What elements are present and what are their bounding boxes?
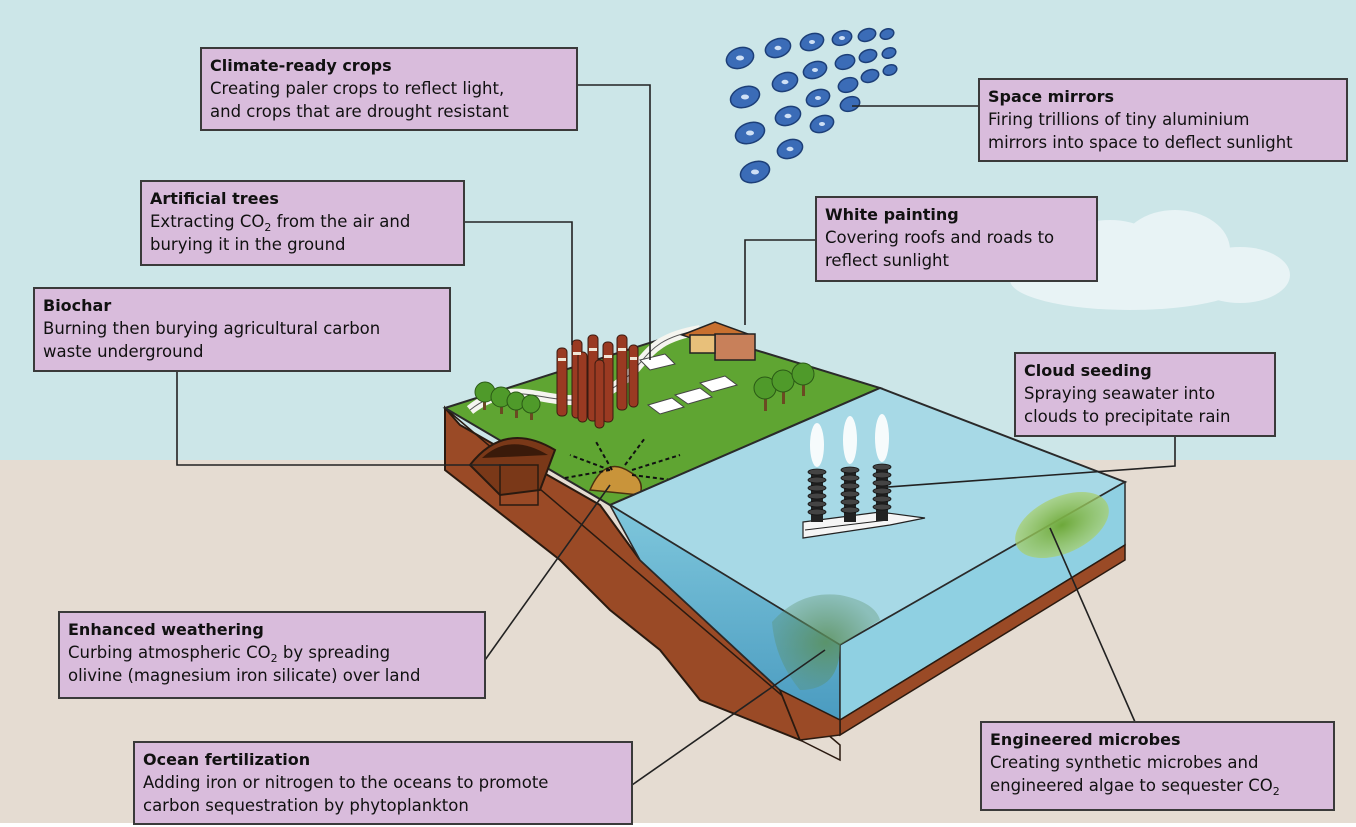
- biochar-line2: waste underground: [43, 342, 204, 361]
- connector-cloud-seeding: [887, 436, 1176, 488]
- biochar-line1: Burning then burying agricultural carbon: [43, 319, 381, 338]
- enhanced-weathering-line2: olivine (magnesium iron silicate) over l…: [68, 666, 421, 685]
- connector-climate-crops: [578, 84, 651, 360]
- climate-crops-line2: and crops that are drought resistant: [210, 102, 509, 121]
- phytoplankton-bloom: [772, 594, 880, 690]
- connector-lines: [176, 84, 1176, 786]
- cloud-seeding-title: Cloud seeding: [1024, 361, 1152, 380]
- land-block: [442, 321, 883, 762]
- climate-crops-line1: Creating paler crops to reflect light,: [210, 79, 505, 98]
- engineered-microbes-line2: engineered algae to sequester CO2: [990, 776, 1280, 798]
- ocean-fertilization-title: Ocean fertilization: [143, 750, 311, 769]
- space-mirror-discs: [725, 27, 898, 184]
- label-white-painting: White painting Covering roofs and roads …: [815, 196, 1098, 282]
- white-painting-title: White painting: [825, 205, 959, 224]
- spray-plumes: [810, 414, 889, 467]
- enhanced-weathering-title: Enhanced weathering: [68, 620, 264, 639]
- label-ocean-fertilization: Ocean fertilization Adding iron or nitro…: [133, 741, 633, 825]
- engineered-microbes-line1: Creating synthetic microbes and: [990, 753, 1259, 772]
- cloud-seeding-platform: [802, 414, 926, 539]
- enhanced-weathering-line1: Curbing atmospheric CO2 by spreading: [68, 643, 391, 665]
- ocean-fertilization-line2: carbon sequestration by phytoplankton: [143, 796, 469, 815]
- spreading-arrows: [564, 437, 681, 481]
- space-mirrors-line1: Firing trillions of tiny aluminium: [988, 110, 1250, 129]
- label-artificial-trees: Artificial trees Extracting CO2 from the…: [140, 180, 465, 266]
- connector-enhanced-weathering: [484, 484, 611, 661]
- artificial-trees-title: Artificial trees: [150, 189, 279, 208]
- connector-biochar: [176, 370, 510, 466]
- trees: [474, 362, 815, 420]
- connector-artificial-trees: [463, 221, 573, 345]
- space-mirrors-title: Space mirrors: [988, 87, 1115, 106]
- biochar-title: Biochar: [43, 296, 112, 315]
- artificial-tree-towers: [556, 334, 639, 429]
- artificial-trees-line1: Extracting CO2 from the air and: [150, 212, 411, 234]
- label-engineered-microbes: Engineered microbes Creating synthetic m…: [980, 721, 1335, 811]
- ocean-fertilization-line1: Adding iron or nitrogen to the oceans to…: [143, 773, 549, 792]
- house: [679, 321, 756, 361]
- connector-white-painting: [744, 239, 817, 325]
- white-paint-patches: [639, 353, 739, 415]
- cloud-seeding-line2: clouds to precipitate rain: [1024, 407, 1231, 426]
- white-painting-line2: reflect sunlight: [825, 251, 949, 270]
- cloud-seeding-line1: Spraying seawater into: [1024, 384, 1216, 403]
- space-mirrors-line2: mirrors into space to deflect sunlight: [988, 133, 1293, 152]
- algae-patch: [1015, 491, 1109, 559]
- connector-ocean-fertilization: [631, 649, 826, 786]
- label-biochar: Biochar Burning then burying agricultura…: [33, 287, 451, 372]
- olivine-pile: [588, 465, 642, 496]
- biochar-pit: [468, 437, 557, 506]
- white-painting-line1: Covering roofs and roads to: [825, 228, 1055, 247]
- label-climate-ready-crops: Climate-ready crops Creating paler crops…: [200, 47, 578, 131]
- artificial-trees-line2: burying it in the ground: [150, 235, 346, 254]
- label-space-mirrors: Space mirrors Firing trillions of tiny a…: [978, 78, 1348, 162]
- label-enhanced-weathering: Enhanced weathering Curbing atmospheric …: [58, 611, 486, 699]
- climate-crops-title: Climate-ready crops: [210, 56, 392, 75]
- connector-engineered-microbes: [1049, 527, 1136, 723]
- label-cloud-seeding: Cloud seeding Spraying seawater into clo…: [1014, 352, 1276, 437]
- engineered-microbes-title: Engineered microbes: [990, 730, 1181, 749]
